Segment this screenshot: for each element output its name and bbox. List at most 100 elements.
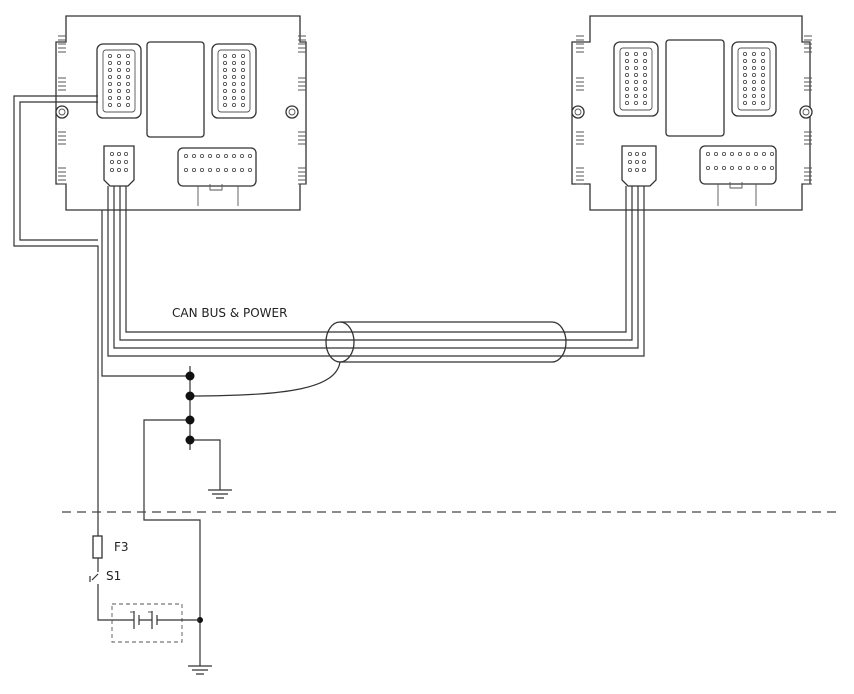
connector-pin [117,89,122,94]
connector-pin [743,52,748,57]
connector-pin [625,52,630,57]
connector-pin [231,103,236,108]
connector-pin [738,165,743,170]
connector-pin [635,167,640,172]
connector-pin [634,94,639,99]
connector-pin [752,101,757,106]
connector-pin [222,61,227,66]
connector-pin [117,159,122,164]
connector-pin [761,80,766,85]
junction-dot [185,371,195,381]
connector-pin [625,94,630,99]
connector-pin [222,89,227,94]
connector-pin [634,66,639,71]
connector-pin [240,68,245,73]
connector-pin [762,165,767,170]
connector-pin [231,54,236,59]
connector-pin [643,52,648,57]
connector-pin [714,165,719,170]
junction-dot [185,415,195,425]
connector-pin [231,61,236,66]
controller-right [571,15,813,211]
connector-pin [730,151,735,156]
connector-pin [117,61,122,66]
connector-pin [752,66,757,71]
connector-pin [240,89,245,94]
connector-pin [743,80,748,85]
connector-pin [199,167,204,172]
mounting-hole [571,105,585,119]
connector-pin [752,52,757,57]
connector-pin [239,153,244,158]
connector-wide [699,145,777,185]
connector-pin [770,151,775,156]
connector-b [731,41,777,117]
connector-pin [199,153,204,158]
wiring [13,95,645,666]
connector-pin [231,96,236,101]
connector-pin [754,151,759,156]
connector-pin [108,75,113,80]
connector-pin [714,151,719,156]
connector-pin [761,73,766,78]
connector-pin [743,59,748,64]
switch-label: S1 [106,569,121,583]
connector-pin [761,101,766,106]
connector-pin [117,68,122,73]
display-window [146,41,205,138]
connector-pin [191,167,196,172]
connector-pin [223,153,228,158]
fuse-icon [92,535,103,559]
connector-pin [231,75,236,80]
connector-pin [628,151,633,156]
connector-pin [126,96,131,101]
connector-pin [126,82,131,87]
connector-pin [108,68,113,73]
connector-pin [752,59,757,64]
connector-pin [643,59,648,64]
connector-a [613,41,659,117]
cooling-fins-left [58,35,306,185]
connector-pin [222,75,227,80]
connector-pin [643,80,648,85]
connector-pin [706,151,711,156]
connector-pin [240,82,245,87]
shield-drain-wire [189,361,341,397]
connector-pin [738,151,743,156]
mounting-hole [55,105,69,119]
mounting-hole [285,105,299,119]
connector-pin [117,75,122,80]
connector-pin [625,80,630,85]
connector-pin [222,103,227,108]
connector-pin [761,52,766,57]
connector-pin [207,167,212,172]
junction-dot [185,391,195,401]
connector-pin [643,101,648,106]
connector-pin [223,167,228,172]
ground-lower-icon [188,665,212,675]
switch-icon [89,558,112,621]
connector-pin [770,165,775,170]
connector-pin [231,82,236,87]
connector-pin [634,101,639,106]
connector-pin [124,167,129,172]
connector-pin [628,159,633,164]
connector-b [211,43,257,119]
connector-pin [761,87,766,92]
connector-pin [108,82,113,87]
connector-pin [706,165,711,170]
return-wire [143,419,201,666]
connector-pin [625,73,630,78]
connector-pin [231,167,236,172]
connector-pin [743,101,748,106]
connector-pin [752,94,757,99]
connector-pin [643,94,648,99]
connector-pin [634,80,639,85]
connector-pin [752,80,757,85]
connector-pin [240,96,245,101]
cooling-fins-right [576,35,812,185]
connector-pin [108,54,113,59]
connector-pin [625,101,630,106]
connector-pin [231,68,236,73]
